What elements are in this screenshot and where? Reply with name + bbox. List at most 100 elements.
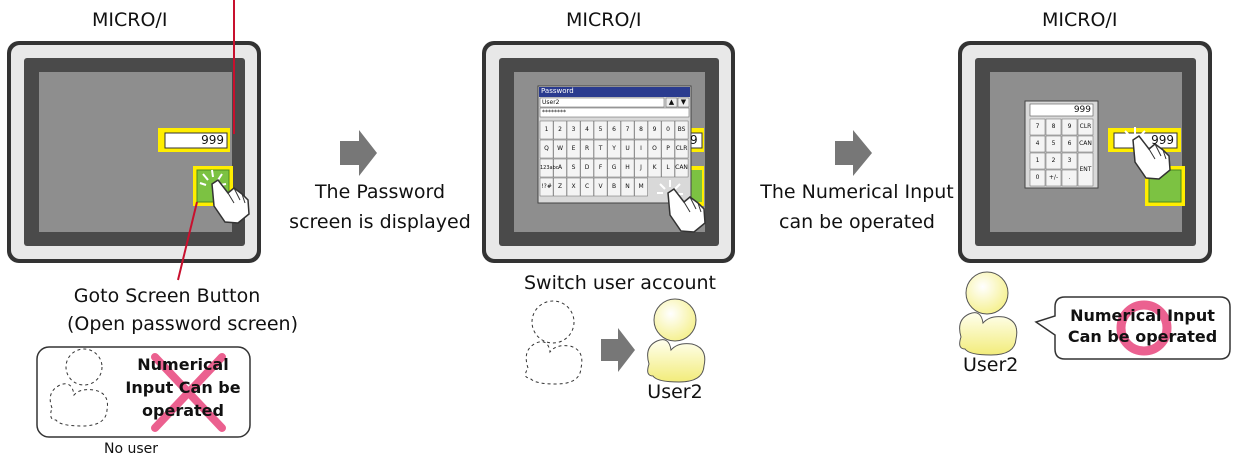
keyboard-key[interactable] bbox=[620, 139, 635, 159]
keyboard-key-label: L bbox=[666, 164, 670, 171]
keypad-key[interactable] bbox=[1045, 135, 1062, 153]
keyboard-key[interactable] bbox=[674, 120, 689, 140]
user-select-field[interactable] bbox=[539, 97, 665, 108]
keypad-key[interactable] bbox=[1045, 118, 1062, 136]
keyboard-key[interactable] bbox=[620, 120, 635, 140]
keyboard-key[interactable] bbox=[580, 177, 594, 197]
keyboard-key[interactable] bbox=[566, 139, 581, 159]
keypad-key[interactable] bbox=[1061, 135, 1078, 153]
keypad-key[interactable] bbox=[1061, 118, 1078, 136]
keypad-key[interactable] bbox=[1045, 169, 1062, 187]
keyboard-key-label: Z bbox=[557, 183, 563, 190]
password-field[interactable] bbox=[539, 107, 690, 118]
keyboard-key[interactable] bbox=[580, 139, 594, 159]
user2-person-icon bbox=[959, 271, 1018, 356]
keyboard-key-label: P bbox=[666, 145, 670, 152]
keyboard-key[interactable] bbox=[634, 139, 648, 159]
keyboard-key[interactable] bbox=[607, 120, 621, 140]
keypad-key[interactable] bbox=[1077, 118, 1094, 136]
keyboard-key[interactable] bbox=[661, 139, 675, 159]
keyboard-key[interactable] bbox=[553, 177, 567, 197]
keyboard-key[interactable] bbox=[634, 158, 648, 178]
keyboard-key[interactable] bbox=[539, 177, 554, 197]
keyboard-key[interactable] bbox=[539, 139, 554, 159]
panel-3-status-bubble bbox=[1034, 296, 1231, 360]
keyboard-key[interactable] bbox=[647, 158, 662, 178]
keypad-key[interactable] bbox=[1029, 118, 1046, 136]
keyboard-key[interactable] bbox=[647, 120, 662, 140]
keyboard-key[interactable] bbox=[607, 139, 621, 159]
keyboard-key[interactable] bbox=[593, 120, 608, 140]
keypad-key[interactable] bbox=[1029, 135, 1046, 153]
keyboard-key-label: R bbox=[584, 145, 590, 152]
keyboard-key[interactable] bbox=[580, 158, 594, 178]
keyboard-key[interactable] bbox=[607, 158, 621, 178]
pointing-hand-icon bbox=[667, 187, 706, 233]
allowed-circle-icon bbox=[1116, 300, 1172, 356]
panel-3-device bbox=[958, 41, 1212, 263]
keypad-key-label: 2 bbox=[1051, 157, 1056, 164]
step-arrow-1-icon bbox=[340, 130, 377, 176]
keypad-key[interactable] bbox=[1045, 152, 1062, 170]
keyboard-key[interactable] bbox=[620, 158, 635, 178]
keyboard-key[interactable] bbox=[647, 139, 662, 159]
keypad-key[interactable] bbox=[1077, 135, 1094, 153]
keyboard-key-label: H bbox=[625, 164, 630, 171]
keyboard-key-label: 3 bbox=[571, 126, 576, 133]
keyboard-key-label: D bbox=[584, 164, 590, 171]
user-down-button[interactable] bbox=[677, 97, 690, 108]
keyboard-key[interactable] bbox=[661, 158, 675, 178]
keyboard-key[interactable] bbox=[553, 139, 567, 159]
keyboard-key-label: 5 bbox=[598, 126, 603, 133]
switch-arrow-icon bbox=[601, 328, 635, 372]
keyboard-key[interactable] bbox=[566, 158, 581, 178]
keyboard-key[interactable] bbox=[580, 120, 594, 140]
keypad-display-value: 999 bbox=[1073, 105, 1091, 115]
keyboard-key[interactable] bbox=[634, 177, 648, 197]
keyboard-key-label: 2 bbox=[558, 126, 562, 133]
keyboard-key-label: 0 bbox=[666, 126, 670, 133]
keyboard-key[interactable] bbox=[566, 120, 581, 140]
keypad-key[interactable] bbox=[1029, 152, 1046, 170]
keyboard-key[interactable] bbox=[593, 158, 608, 178]
keypad-key-label: 7 bbox=[1035, 123, 1040, 130]
keypad-key[interactable] bbox=[1061, 169, 1078, 187]
keypad-key[interactable] bbox=[1029, 169, 1046, 187]
keyboard-key-label: 6 bbox=[612, 126, 616, 133]
keyboard-key-label: Y bbox=[612, 145, 616, 152]
keyboard-key-label: G bbox=[611, 164, 617, 171]
keyboard-key[interactable] bbox=[553, 120, 567, 140]
keyboard-key-label: A bbox=[557, 164, 563, 171]
keyboard-key[interactable] bbox=[620, 177, 635, 197]
keyboard-key[interactable] bbox=[634, 120, 648, 140]
keyboard-key[interactable] bbox=[539, 120, 554, 140]
keyboard-key-label: K bbox=[652, 164, 657, 171]
keyboard-key[interactable] bbox=[553, 158, 567, 178]
keyboard-key-label: B bbox=[611, 183, 617, 190]
no-user-caption: No user bbox=[104, 441, 159, 457]
keyboard-key[interactable] bbox=[566, 177, 581, 197]
keyboard-key-label: 7 bbox=[625, 126, 630, 133]
keypad-key-label: +/- bbox=[1048, 174, 1059, 181]
keyboard-key[interactable] bbox=[661, 120, 675, 140]
keyboard-key-label: V bbox=[598, 183, 603, 190]
keyboard-key[interactable] bbox=[593, 177, 608, 197]
keypad-key[interactable] bbox=[1077, 152, 1094, 187]
keypad-key[interactable] bbox=[1061, 152, 1078, 170]
keyboard-key-label: 8 bbox=[639, 126, 643, 133]
keyboard-key-label: T bbox=[598, 145, 603, 152]
user-up-button[interactable] bbox=[665, 97, 678, 108]
panel-3-bubble-line2: Can be operated bbox=[1067, 327, 1218, 346]
panel-1-device-title: MICRO/I bbox=[92, 9, 168, 31]
keyboard-key[interactable] bbox=[593, 139, 608, 159]
keyboard-key[interactable] bbox=[607, 177, 621, 197]
step-1-caption-line1: The Password bbox=[314, 181, 446, 203]
keyboard-key[interactable] bbox=[539, 158, 554, 178]
keyboard-key[interactable] bbox=[674, 158, 689, 178]
down-arrow-icon: ▼ bbox=[680, 98, 687, 106]
keyboard-key[interactable] bbox=[674, 139, 689, 159]
password-masked-value: ******** bbox=[542, 109, 566, 116]
keypad-key-label: 0 bbox=[1035, 174, 1040, 181]
numerical-input[interactable] bbox=[164, 132, 228, 149]
step-1-caption-line2: screen is displayed bbox=[289, 211, 471, 233]
